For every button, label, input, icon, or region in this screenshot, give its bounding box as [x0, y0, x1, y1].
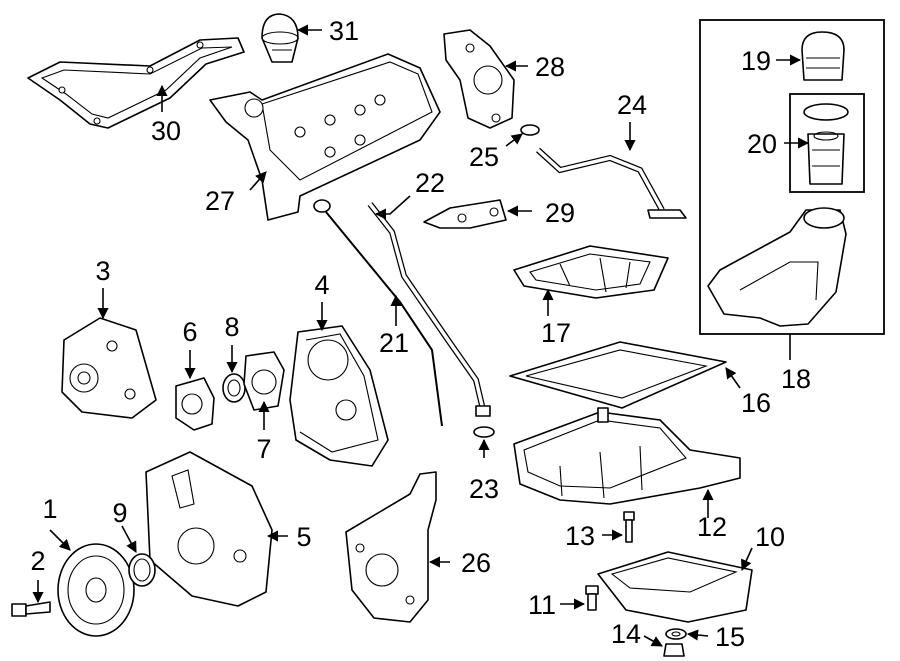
- bracket-29-part: [423, 199, 507, 229]
- callout-21: 21: [379, 328, 409, 358]
- callout-4: 4: [314, 270, 329, 300]
- bolt-11-part: [585, 585, 599, 611]
- callout-29: 29: [545, 198, 575, 228]
- lower-oil-pan-part: [597, 551, 753, 623]
- oil-tube-part: [535, 147, 687, 219]
- callout-7: 7: [256, 434, 271, 464]
- water-pump-part: [61, 317, 157, 419]
- callout-9: 9: [112, 498, 127, 528]
- callout-6: 6: [182, 317, 197, 347]
- thermostat-housing-part: [175, 377, 215, 431]
- bolt-13-part: [623, 511, 635, 543]
- callout-11: 11: [528, 590, 556, 620]
- dipstick-part: [313, 199, 443, 427]
- callout-22: 22: [415, 168, 445, 198]
- callout-3: 3: [95, 256, 110, 286]
- callout-23: 23: [469, 474, 499, 504]
- oil-pan-gasket-part: [509, 341, 727, 409]
- valve-cover-part: [209, 53, 441, 221]
- callout-28: 28: [535, 52, 565, 82]
- callout-16: 16: [741, 388, 771, 418]
- dipstick-tube-part: [367, 202, 491, 417]
- seal-8-part: [222, 373, 246, 403]
- callout-17: 17: [541, 318, 571, 348]
- callout-18: 18: [781, 364, 811, 394]
- callout-13: 13: [565, 521, 595, 551]
- callout-8: 8: [224, 312, 239, 342]
- callout-5: 5: [296, 522, 311, 552]
- seal-23-part: [473, 426, 495, 438]
- callout-26: 26: [461, 548, 491, 578]
- crank-pulley-part: [57, 543, 135, 637]
- oil-pump-part: [345, 471, 437, 623]
- plug-14-part: [663, 643, 685, 657]
- oring-25-part: [520, 124, 540, 136]
- callout-numbers: 1 2 3 4 5 6 7 8 9 10 11 12 13 14 15 16 1…: [30, 16, 811, 652]
- leader-lines: [32, 24, 810, 647]
- oil-pan-baffle-part: [513, 245, 669, 299]
- callout-12: 12: [697, 512, 727, 542]
- oil-filter-element-part: [803, 103, 849, 185]
- callout-14: 14: [611, 619, 641, 649]
- callout-15: 15: [715, 622, 745, 652]
- oil-filter-assembly-box: [699, 19, 885, 335]
- upper-oil-pan-part: [513, 407, 741, 505]
- callout-20: 20: [747, 129, 777, 159]
- oil-filter-housing-part: [707, 207, 847, 327]
- valve-cover-gasket-part: [27, 37, 245, 129]
- callout-30: 30: [151, 116, 181, 146]
- timing-cover-part: [289, 325, 389, 467]
- callout-2: 2: [30, 546, 45, 576]
- oil-filter-cap-part: [801, 31, 845, 81]
- callout-27: 27: [205, 186, 235, 216]
- callout-1: 1: [42, 494, 57, 524]
- front-cover-part: [145, 451, 273, 607]
- seal-9-part: [128, 553, 156, 587]
- washer-15-part: [665, 628, 687, 640]
- oil-filler-cap-part: [261, 13, 299, 63]
- callout-31: 31: [329, 16, 359, 46]
- callout-24: 24: [617, 90, 647, 120]
- gasket-7-part: [243, 351, 285, 411]
- callout-10: 10: [755, 522, 785, 552]
- bolt-2-part: [11, 601, 51, 617]
- callout-25: 25: [469, 142, 499, 172]
- bracket-28-part: [443, 29, 515, 129]
- callout-19: 19: [741, 46, 771, 76]
